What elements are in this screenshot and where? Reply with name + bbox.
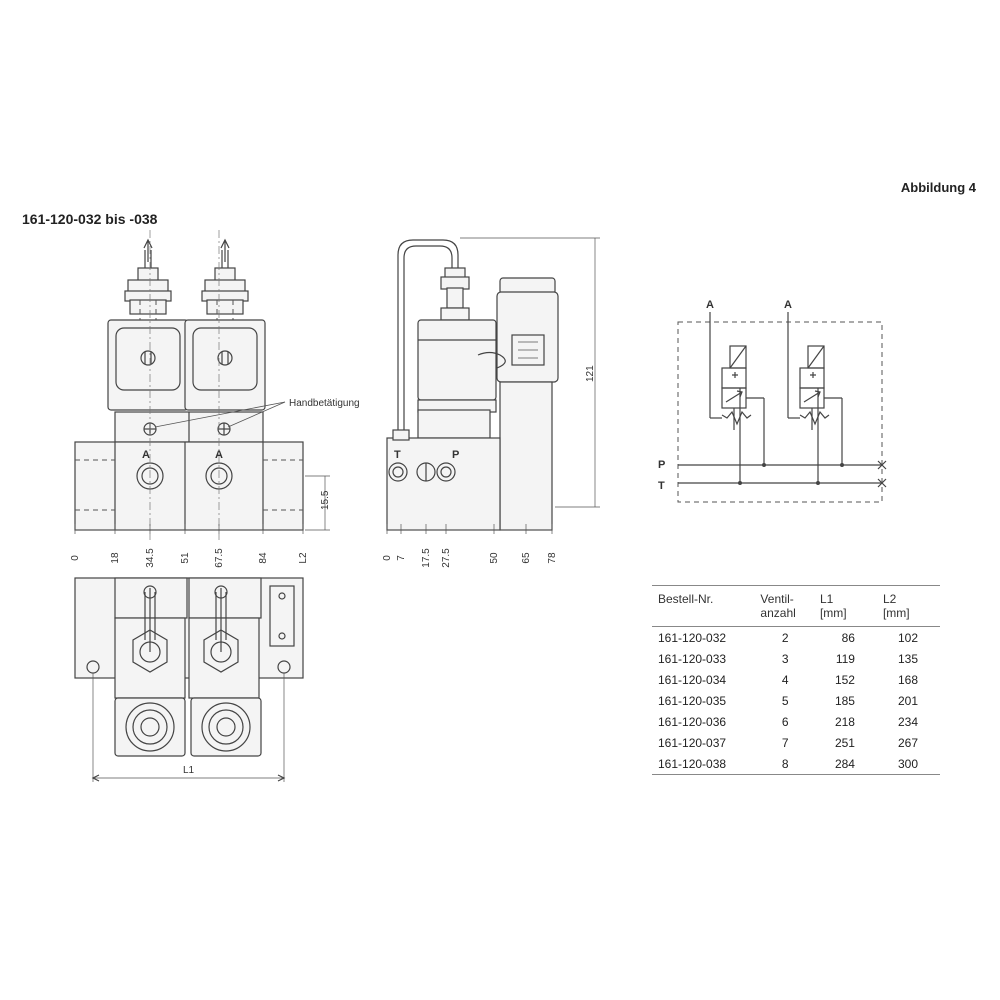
figure-label: Abbildung 4 — [900, 180, 976, 195]
header-l1: L1 [mm] — [813, 585, 877, 627]
cell-l1: 119 — [835, 651, 855, 666]
side-tick-label: 0 — [382, 555, 393, 561]
side-tick-label: 65 — [521, 552, 532, 564]
cell-l2: 201 — [897, 693, 918, 708]
cell-l1: 86 — [841, 630, 855, 645]
table-row: 161-120-034 4 152 168 — [652, 669, 940, 690]
schematic-output-a2: A — [784, 299, 792, 311]
front-tick-label: 34.5 — [145, 548, 156, 568]
side-port-label-p: P — [452, 449, 459, 461]
side-tick-label: 50 — [489, 552, 500, 564]
manual-actuation-callout: Handbetätigung — [289, 398, 360, 409]
cell-l1: 284 — [813, 753, 877, 775]
solenoid-top-right — [201, 238, 249, 320]
table-row: 161-120-036 6 218 234 — [652, 711, 940, 732]
side-tick-label: 7 — [396, 555, 407, 561]
front-tick-label: 51 — [180, 552, 191, 564]
series-title: 161-120-032 bis -038 — [22, 211, 158, 227]
schematic-line-t: T — [658, 480, 665, 492]
cell-l2: 300 — [876, 753, 940, 775]
order-table: Bestell-Nr. Ventil- anzahl L1 [mm] L2 [m… — [652, 585, 940, 775]
front-x-ticks: 0 18 34.5 51 67.5 84 L2 — [70, 524, 309, 568]
header-l2: L2 [mm] — [876, 585, 940, 627]
cell-order-number: 161-120-038 — [652, 753, 755, 775]
cell-l2: 102 — [897, 630, 918, 645]
cell-valve-count: 2 — [781, 630, 789, 645]
table-row: 161-120-037 7 251 267 — [652, 732, 940, 753]
cell-order-number: 161-120-032 — [658, 630, 727, 645]
valve-symbol-1 — [709, 312, 765, 483]
side-tick-label: 27.5 — [441, 548, 452, 568]
front-port-label-a1: A — [142, 449, 150, 461]
table-row: 161-120-035 5 185 201 — [652, 690, 940, 711]
cell-valve-count: 3 — [781, 651, 789, 666]
header-valve-count: Ventil- anzahl — [754, 585, 814, 627]
front-tick-label: L2 — [298, 552, 309, 564]
cell-valve-count: 8 — [754, 753, 814, 775]
front-tick-label: 18 — [110, 552, 121, 564]
cell-l2: 135 — [897, 651, 918, 666]
cell-order-number: 161-120-035 — [658, 693, 727, 708]
side-tick-label: 78 — [547, 552, 558, 564]
table-row: 161-120-032 2 86 102 — [652, 627, 940, 649]
schematic-line-p: P — [658, 459, 665, 471]
cell-order-number: 161-120-036 — [658, 714, 727, 729]
cell-order-number: 161-120-037 — [658, 735, 727, 750]
side-height-dim: 121 — [585, 365, 596, 382]
front-tick-label: 67.5 — [214, 548, 225, 568]
cell-l2: 234 — [897, 714, 918, 729]
valve-symbol-2 — [787, 312, 843, 483]
table-row: 161-120-033 3 119 135 — [652, 648, 940, 669]
cell-l1: 152 — [834, 672, 855, 687]
top-view: L1 — [74, 577, 304, 782]
cell-l2: 267 — [897, 735, 918, 750]
top-length-label: L1 — [183, 765, 195, 776]
cell-order-number: 161-120-034 — [658, 672, 727, 687]
schematic-output-a1: A — [706, 299, 714, 311]
header-order-number: Bestell-Nr. — [652, 585, 755, 627]
side-tick-label: 17.5 — [421, 548, 432, 568]
front-height-dim: 15.5 — [320, 490, 331, 510]
cell-valve-count: 4 — [781, 672, 789, 687]
cell-l1: 251 — [834, 735, 855, 750]
front-tick-label: 84 — [258, 552, 269, 564]
cell-valve-count: 5 — [781, 693, 789, 708]
cell-l1: 218 — [834, 714, 855, 729]
cell-valve-count: 6 — [781, 714, 789, 729]
front-view: A A Handbetätigung 15.5 0 18 34.5 51 67.5 84 L… — [70, 230, 360, 568]
hydraulic-schematic: A A P T — [658, 299, 887, 503]
table-header-row: Bestell-Nr. Ventil- anzahl L1 [mm] L2 [m… — [652, 585, 940, 627]
front-port-label-a2: A — [215, 449, 223, 461]
front-tick-label: 0 — [70, 555, 81, 561]
side-port-label-t: T — [394, 449, 401, 461]
cell-l2: 168 — [897, 672, 918, 687]
cell-l1: 185 — [834, 693, 855, 708]
solenoid-top-left — [124, 238, 172, 320]
cell-valve-count: 7 — [781, 735, 789, 750]
cell-order-number: 161-120-033 — [658, 651, 727, 666]
